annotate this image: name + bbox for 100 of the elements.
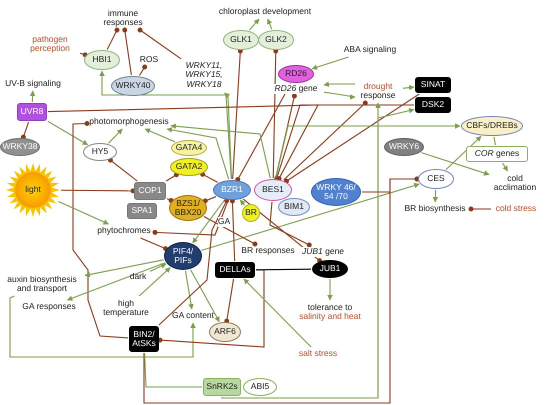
arrow (138, 267, 171, 296)
gene-ellipse (164, 242, 202, 270)
connector-line (275, 94, 297, 178)
connector-line (274, 104, 414, 181)
node-label: BR (245, 208, 257, 218)
arrow (9, 296, 196, 358)
arrow (240, 200, 246, 206)
connector-line (284, 94, 420, 184)
connector-line (230, 198, 236, 262)
node-label: SPA1 (131, 206, 153, 216)
node-label: WRKY 46/54 /70 (315, 182, 357, 202)
gene-ellipse (254, 179, 292, 201)
node-label: SINAT (420, 80, 446, 90)
node-label: UVR8 (20, 107, 44, 117)
node-label: COP1 (138, 186, 162, 196)
gene-ellipse (384, 138, 424, 156)
node-label: JUB1 (320, 264, 340, 274)
arrow (244, 278, 312, 348)
process-label: GA content (172, 311, 214, 321)
process-label: immune responses (102, 8, 144, 28)
connector-line (272, 48, 278, 178)
node-label: GATA2 (176, 162, 202, 172)
node-label: ABI5 (250, 382, 270, 392)
process-label: GA (218, 217, 230, 227)
arrow (108, 128, 123, 144)
arrow (327, 279, 333, 301)
arrow (84, 259, 164, 278)
gene-ellipse (278, 65, 314, 83)
gene-box (17, 103, 47, 121)
arrow (323, 81, 356, 87)
connector-line (468, 206, 491, 212)
node-label: WRKY40 (116, 81, 150, 91)
connector-line (256, 268, 312, 270)
connector-line (20, 122, 30, 140)
arrow (275, 123, 461, 178)
arrow (224, 92, 232, 180)
connector-line (283, 100, 368, 180)
node-label: HBI1 (92, 55, 112, 65)
process-label: photomorphogenesis (89, 117, 169, 127)
arrow (421, 152, 490, 176)
arrow (48, 120, 88, 146)
connector-line (48, 104, 319, 182)
node-label: ARF6 (214, 327, 236, 337)
connector-line (72, 121, 128, 338)
connector-line (139, 64, 148, 76)
node-label: CES (427, 174, 445, 184)
gene-ellipse (223, 30, 259, 50)
gene-ellipse (258, 30, 294, 50)
connector-line (106, 28, 120, 50)
node-label: DSK2 (422, 100, 444, 110)
arrow (249, 18, 260, 30)
connector-line (269, 202, 312, 248)
arrow (30, 90, 36, 102)
gene-box (134, 182, 166, 200)
arrow (221, 102, 381, 399)
connector-line (158, 198, 230, 326)
connector-line (200, 172, 218, 183)
node-label: WRKY38 (2, 142, 38, 152)
connector-line (143, 176, 420, 404)
process-label: JUB1 gene (302, 247, 344, 257)
node-label: BZS1/BBX20 (174, 198, 202, 218)
arrow (66, 262, 166, 301)
arrow (144, 128, 176, 142)
process-label: BR responses (241, 246, 295, 256)
node-label: BES1 (262, 185, 284, 195)
arrow (312, 56, 349, 70)
process-label: ROS (140, 55, 158, 65)
process-label: dark (130, 272, 146, 282)
gene-ellipse (169, 195, 207, 221)
connector-line (202, 196, 216, 204)
gene-ellipse (311, 178, 361, 206)
gene-ellipse (170, 158, 208, 176)
connector-line (166, 172, 179, 182)
node-label: BZR1 (221, 185, 243, 195)
process-label: GA responses (22, 302, 76, 312)
process-label: salt stress (298, 349, 338, 359)
arrow (201, 182, 420, 251)
process-label: WRKY11, WRKY15, WRKY18 (184, 60, 224, 90)
process-label: cold stress (496, 204, 536, 214)
process-label: salinity and heat (299, 312, 361, 322)
gene-box (415, 77, 451, 93)
arrow (170, 124, 271, 178)
arrow (190, 270, 220, 322)
node-label: GATA4 (176, 143, 202, 153)
node-label: BIM1 (284, 202, 304, 212)
arrow (324, 92, 356, 99)
gene-ellipse (171, 140, 207, 156)
connector-line (158, 269, 265, 348)
gene-ellipse (242, 204, 260, 222)
process-label: tolerance to (308, 302, 352, 312)
gene-ellipse (111, 76, 155, 96)
node-label: GLK1 (230, 35, 252, 45)
arrow (446, 136, 482, 170)
arrow (402, 84, 415, 90)
arrow (58, 201, 109, 224)
node-label: PIF4/PIFs (172, 246, 194, 266)
gene-ellipse (83, 143, 117, 161)
node-label: DELLAs (219, 265, 251, 275)
arrow (99, 70, 232, 180)
node-label: GLK2 (265, 35, 287, 45)
